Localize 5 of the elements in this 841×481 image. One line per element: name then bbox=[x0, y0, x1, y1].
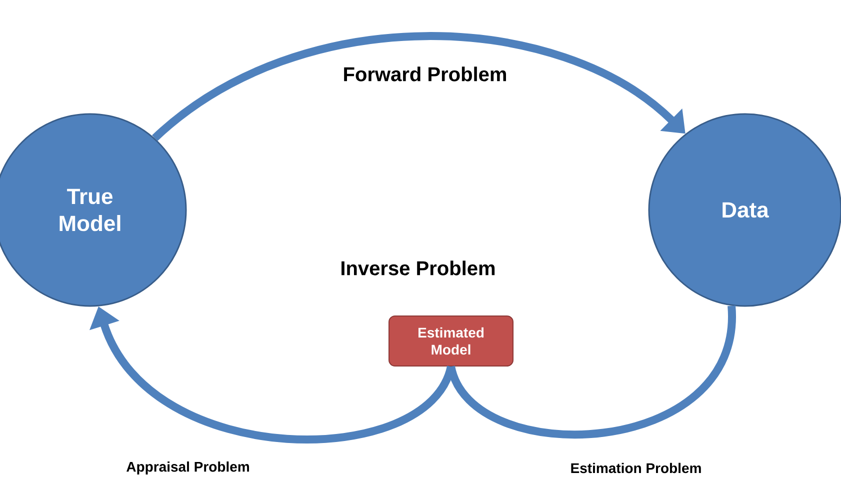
edge-label: Estimation Problem bbox=[568, 460, 704, 476]
edge-label: Forward Problem bbox=[340, 64, 510, 84]
edge-label: Appraisal Problem bbox=[124, 459, 252, 476]
estimate-box: Estimated Model bbox=[388, 315, 514, 366]
heading-label: Inverse Problem bbox=[342, 260, 495, 276]
